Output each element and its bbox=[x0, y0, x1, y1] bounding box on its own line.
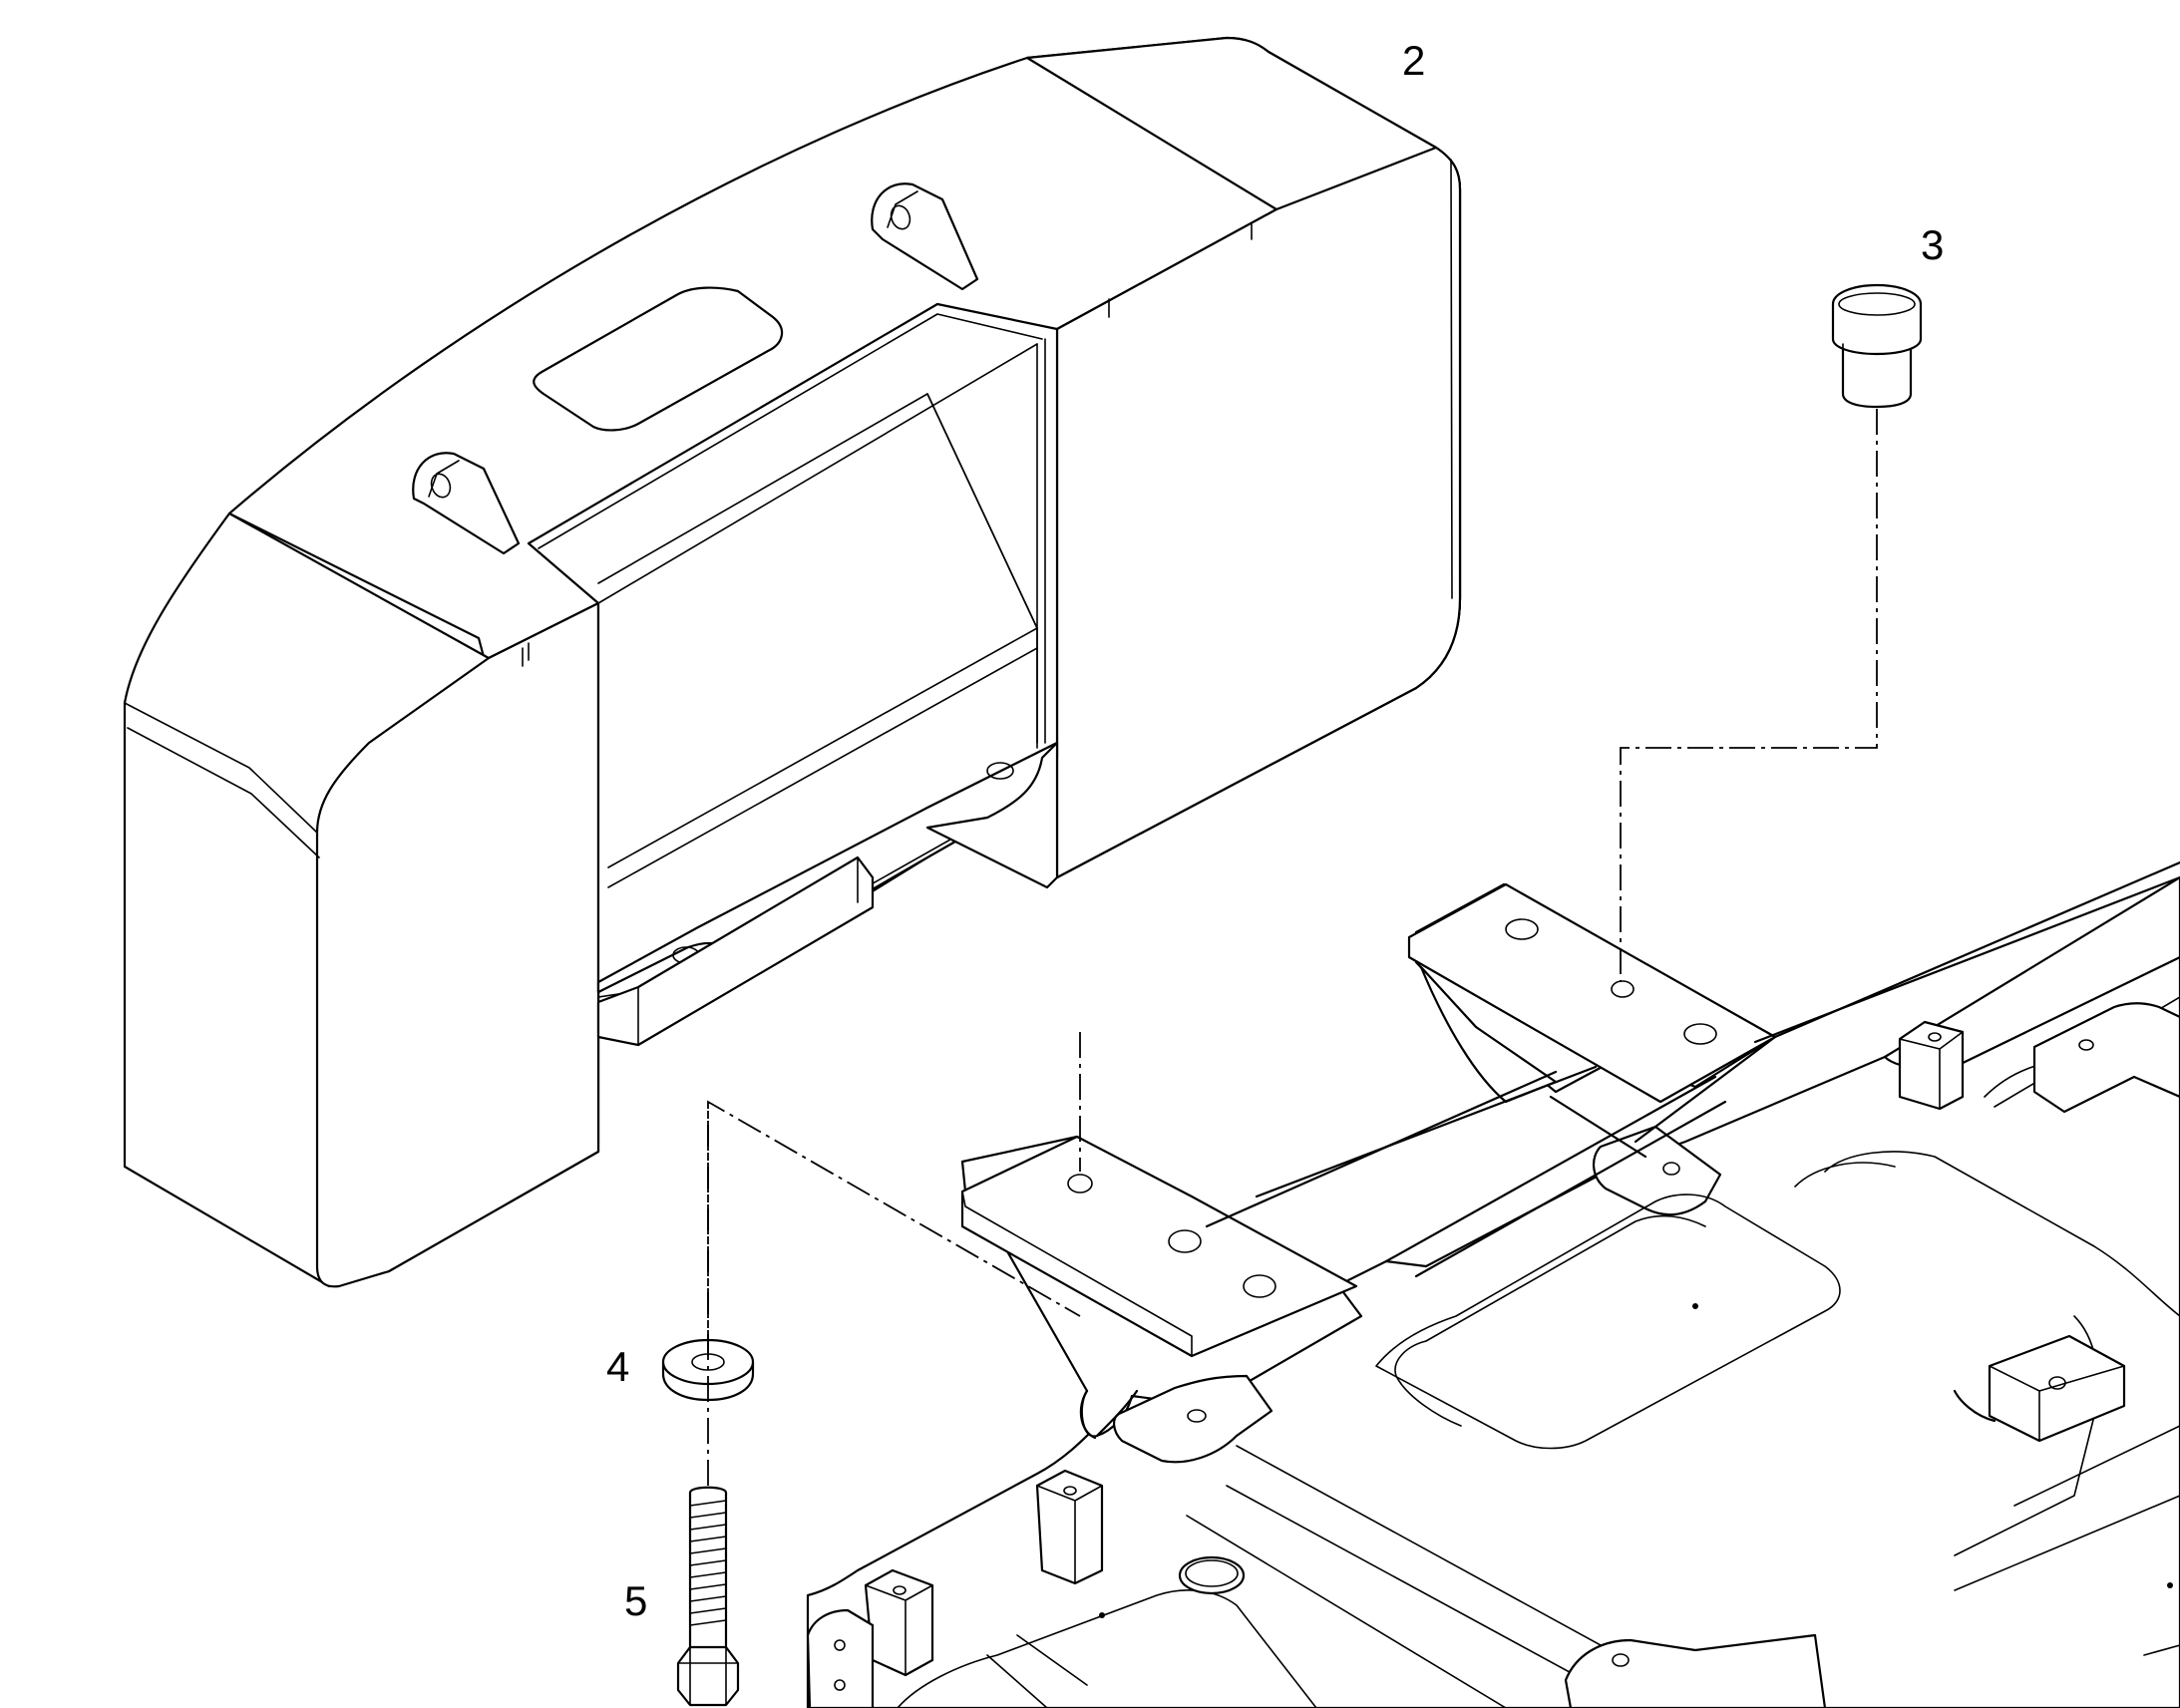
frame-block-right-lower bbox=[1953, 1334, 2126, 1443]
frame-lug-right bbox=[1593, 1125, 1722, 1216]
bolt-shank bbox=[688, 1486, 728, 1652]
bolt-head bbox=[676, 1645, 740, 1707]
counterweight-top-pad bbox=[533, 286, 784, 432]
bolt-part bbox=[676, 1486, 740, 1707]
frame-edge-bracket-left bbox=[806, 1608, 875, 1708]
callout-3-label: 3 bbox=[1921, 221, 1944, 268]
cap-part bbox=[1831, 283, 1923, 409]
frame-block-right-upper bbox=[1898, 1020, 1965, 1111]
frame-block-left-a bbox=[1035, 1469, 1104, 1585]
frame-bottom-lug bbox=[1564, 1633, 1827, 1708]
frame-lug-left bbox=[1113, 1374, 1273, 1464]
frame-block-left-b bbox=[864, 1568, 934, 1677]
cap-top bbox=[1831, 283, 1923, 356]
callout-labels: 2 3 4 5 bbox=[606, 37, 1944, 1624]
bolt-washer-assembly-line bbox=[707, 1100, 1081, 1486]
counterweight-foot-right bbox=[925, 741, 1059, 889]
counterweight-lifting-lug-left bbox=[412, 452, 521, 555]
counterweight-lifting-lug-right bbox=[871, 182, 979, 291]
counterweight-right-front-face bbox=[1055, 146, 1462, 879]
frame-hole bbox=[1178, 1555, 1246, 1595]
frame-pad-right-top bbox=[2032, 1002, 2180, 1114]
frame-bracket-left-top bbox=[960, 1135, 1358, 1358]
cap-assembly-line bbox=[1620, 409, 1878, 982]
callout-2-label: 2 bbox=[1402, 37, 1425, 84]
assembly-lines bbox=[707, 409, 1878, 1486]
callout-5-label: 5 bbox=[624, 1577, 647, 1624]
counterweight-part bbox=[123, 36, 1462, 1288]
frame-part bbox=[806, 860, 2180, 1708]
counterweight-foot-left bbox=[596, 855, 875, 1047]
counterweight-left-front-face bbox=[315, 601, 600, 1288]
callout-4-label: 4 bbox=[606, 1343, 629, 1390]
